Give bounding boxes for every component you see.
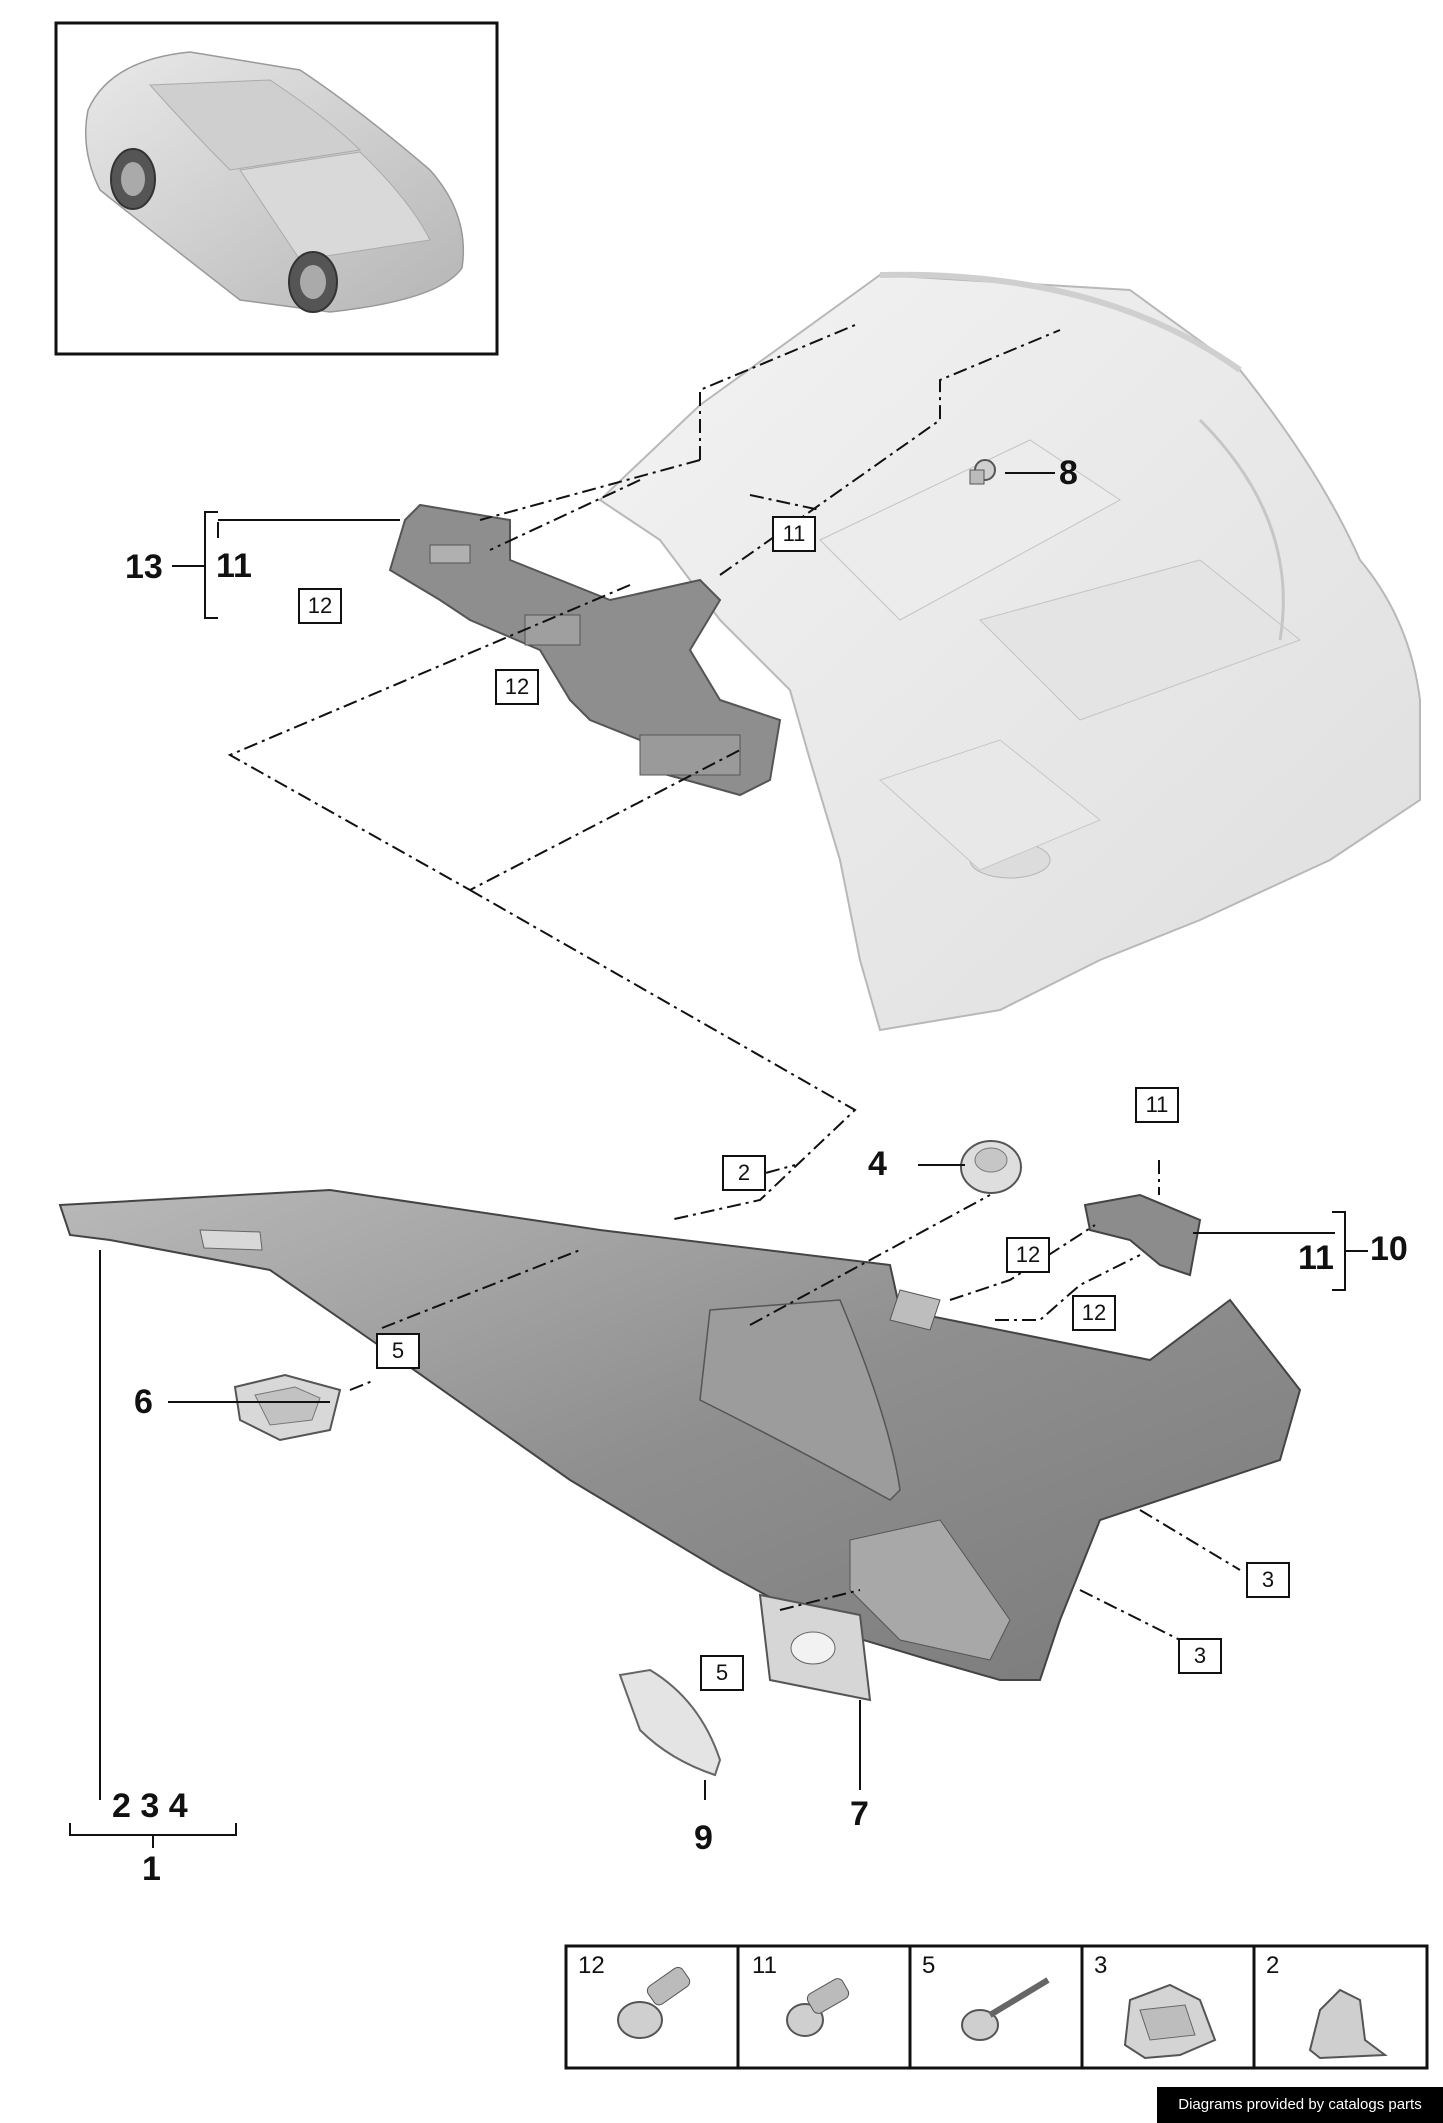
part-number-8: 8	[1059, 454, 1078, 492]
clip-2-icon	[1308, 1988, 1388, 2060]
legend-label-12: 12	[578, 1952, 605, 1979]
part-number-group-234: 2 3 4	[112, 1787, 188, 1825]
callout-box-3: 3	[1246, 1562, 1290, 1598]
credit-banner: Diagrams provided by catalogs parts	[1157, 2087, 1443, 2123]
callout-box-11: 11	[1135, 1087, 1179, 1123]
callout-box-2: 2	[722, 1155, 766, 1191]
rivet-11-icon	[786, 1978, 850, 2037]
callout-box-12: 12	[1006, 1237, 1050, 1273]
callout-box-11: 11	[772, 516, 816, 552]
side-trim-panel	[58, 1188, 1302, 1681]
rear-bracket-part	[388, 503, 782, 797]
part-number-7: 7	[850, 1795, 869, 1833]
screw-12-icon	[617, 1966, 691, 2039]
legend-label-5: 5	[922, 1952, 936, 1979]
bracket-part-10	[1083, 1193, 1202, 1277]
callout-box-5: 5	[376, 1333, 420, 1369]
rear-body-structure	[598, 271, 1421, 1032]
legend-label-3: 3	[1094, 1952, 1108, 1979]
legend-label-2: 2	[1266, 1952, 1280, 1979]
part-number-13: 13	[125, 548, 163, 586]
plate-part-7	[758, 1593, 872, 1702]
part-number-1: 1	[142, 1850, 161, 1888]
legend-label-11: 11	[752, 1952, 777, 1979]
callout-box-3: 3	[1178, 1638, 1222, 1674]
part-number-10: 10	[1370, 1230, 1408, 1268]
cap-part-4	[960, 1140, 1022, 1194]
clip-part-8	[969, 459, 996, 485]
part-number-6: 6	[134, 1383, 153, 1421]
fastener-legend-table	[564, 1944, 1429, 2070]
part-number-11: 11	[216, 547, 252, 585]
pocket-part-6	[233, 1373, 342, 1442]
part-number-9: 9	[694, 1819, 713, 1857]
screw-5-icon	[961, 1977, 1050, 2041]
callout-box-12: 12	[298, 588, 342, 624]
cover-part-9	[618, 1668, 722, 1777]
part-number-4: 4	[868, 1145, 887, 1183]
vehicle-thumbnail	[54, 21, 499, 356]
leader-lines	[69, 324, 1368, 1848]
part-number-11: 11	[1298, 1239, 1334, 1277]
callout-box-12: 12	[495, 669, 539, 705]
clip-3-icon	[1123, 1983, 1217, 2060]
callout-box-5: 5	[700, 1655, 744, 1691]
callout-box-12: 12	[1072, 1295, 1116, 1331]
